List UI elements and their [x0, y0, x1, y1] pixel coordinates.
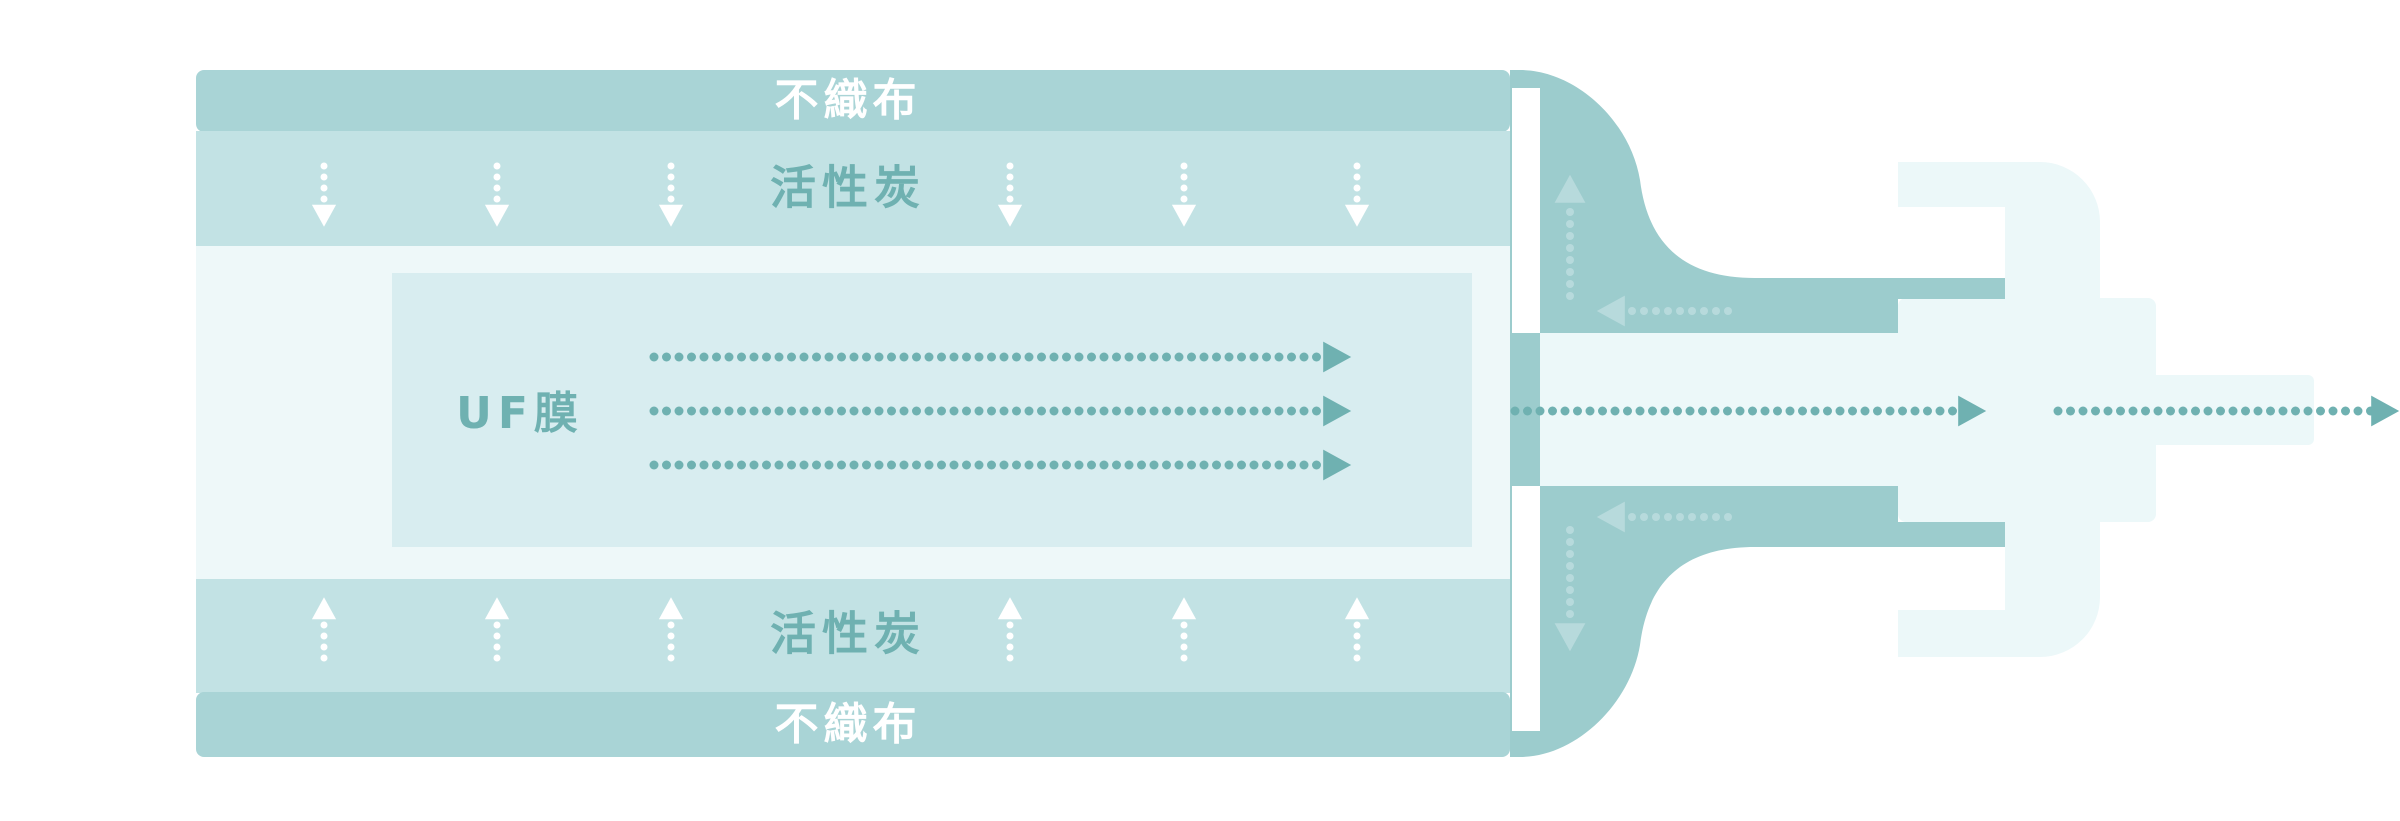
flow-arrow-carbon-down: [1344, 162, 1370, 227]
label-nonwoven-bottom: 不織布: [775, 699, 922, 750]
gasket-top: [1512, 88, 1540, 333]
carbon-layer-top: [196, 131, 1510, 246]
flow-arrow-carbon-up: [997, 597, 1023, 662]
label-nonwoven-top: 不織布: [775, 75, 922, 126]
flow-arrow-cap-left-bottom: [1596, 501, 1732, 533]
nonwoven-layer-top: [196, 70, 1510, 132]
outlet-bracket: [1898, 162, 2100, 657]
flow-arrow-cap-down: [1554, 526, 1586, 652]
flow-arrow-cap-left-top: [1596, 295, 1732, 327]
flow-arrow-membrane: [649, 395, 1352, 427]
gasket-bottom: [1512, 486, 1540, 731]
flow-arrow-carbon-down: [311, 162, 337, 227]
flow-arrow-outlet-inner: [1510, 395, 1987, 427]
carbon-layer-bottom: [196, 579, 1510, 693]
flow-arrow-cap-up: [1554, 174, 1586, 300]
flow-arrow-carbon-up: [311, 597, 337, 662]
label-uf-membrane: UF膜: [456, 388, 584, 439]
flow-arrow-carbon-down: [484, 162, 510, 227]
flow-arrow-carbon-down: [1171, 162, 1197, 227]
flow-arrow-carbon-down: [997, 162, 1023, 227]
flow-arrow-carbon-up: [1344, 597, 1370, 662]
flow-arrow-outlet-outer: [2053, 395, 2400, 427]
flow-arrows: [311, 162, 2400, 662]
label-carbon-bottom: 活性炭: [770, 607, 926, 661]
nonwoven-layer-bottom: [196, 692, 1510, 757]
flow-arrow-carbon-up: [658, 597, 684, 662]
outlet-collar: [1898, 298, 2156, 522]
label-carbon-top: 活性炭: [770, 161, 926, 215]
flow-arrow-membrane: [649, 449, 1352, 481]
flow-arrow-membrane: [649, 341, 1352, 373]
flow-arrow-carbon-down: [658, 162, 684, 227]
flow-arrow-carbon-up: [484, 597, 510, 662]
flow-arrow-carbon-up: [1171, 597, 1197, 662]
